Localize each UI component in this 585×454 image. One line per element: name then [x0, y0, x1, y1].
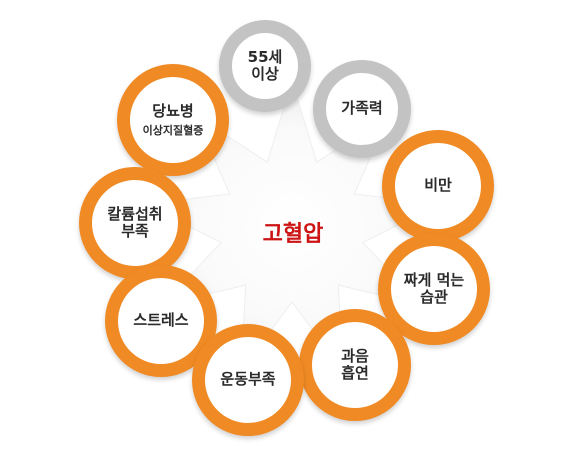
- node-obesity-line1: 비만: [424, 176, 452, 195]
- node-diabetes: 당뇨병 이상지질혈증: [117, 64, 229, 176]
- node-diabetes-line2: 이상지질혈증: [142, 123, 204, 137]
- node-salty-habit-line2: 습관: [420, 288, 448, 306]
- node-drinking-smoking: 과음 흡연: [299, 309, 411, 421]
- node-drinking-smoking-line2: 흡연: [341, 364, 369, 382]
- node-potassium: 칼륨섭취 부족: [79, 167, 191, 279]
- node-diabetes-line1: 당뇨병: [152, 101, 194, 120]
- node-obesity: 비만: [382, 130, 494, 242]
- node-potassium-line2: 부족: [121, 222, 149, 240]
- node-family-history-line1: 가족력: [341, 99, 383, 118]
- node-family-history: 가족력: [313, 60, 411, 158]
- center-label: 고혈압: [262, 222, 324, 247]
- node-stress-line1: 스트레스: [133, 311, 189, 330]
- node-age: 55세 이상: [219, 20, 311, 112]
- node-potassium-line1: 칼륨섭취: [107, 204, 163, 223]
- node-age-line1: 55세: [247, 47, 283, 66]
- node-lack-of-exercise-line1: 운동부족: [220, 370, 276, 389]
- node-age-line2: 이상: [251, 65, 279, 83]
- node-drinking-smoking-line1: 과음: [341, 346, 369, 365]
- node-lack-of-exercise: 운동부족: [192, 324, 304, 436]
- node-salty-habit-line1: 짜게 먹는: [403, 270, 465, 289]
